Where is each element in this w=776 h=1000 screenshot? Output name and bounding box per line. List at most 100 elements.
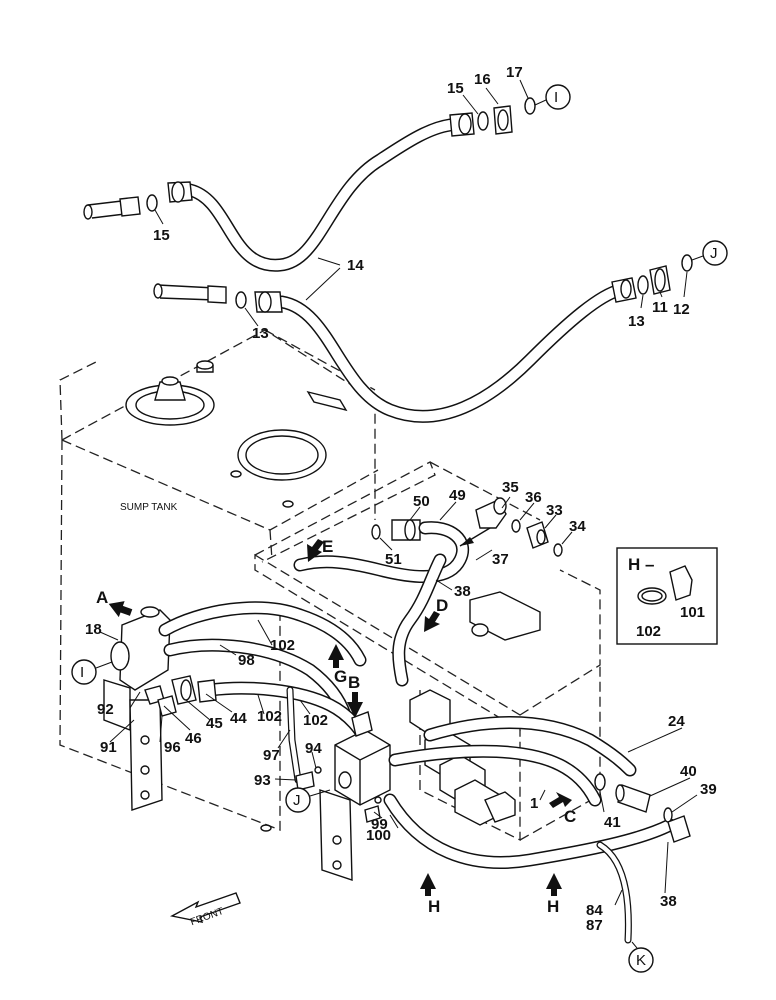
fitting-45 [171,675,197,705]
part-label-100: 100 [366,827,391,844]
ref-circle-i-top [534,84,571,110]
hose-38-lower [383,793,677,869]
ref-circle-i-left-label: I [80,664,84,681]
part-label-12: 12 [673,301,690,318]
part-label-97: 97 [263,747,280,764]
hose-14-upper [167,112,475,272]
part-label-51: 51 [385,551,402,568]
part-label-84: 84 [586,902,603,919]
hose-24 [423,716,637,777]
hose-102-upper [158,601,367,667]
part-label-40: 40 [680,763,697,780]
fitting-50 [391,519,421,541]
hose-84-87 [596,841,632,944]
part-number-labels: 15 15 16 17 14 13 13 11 12 35 36 33 34 4… [85,64,717,934]
block-valve-b [319,711,391,881]
o-ring-17 [524,97,536,115]
part-label-13: 13 [252,325,269,342]
front-direction-arrow [169,892,241,923]
part-label-38: 38 [660,893,677,910]
part-label-38: 38 [454,583,471,600]
part-label-14: 14 [347,257,364,274]
part-label-50: 50 [413,493,430,510]
part-label-46: 46 [185,730,202,747]
part-label-49: 49 [449,487,466,504]
part-label-39: 39 [700,781,717,798]
fitting-46-96 [144,685,177,717]
fitting-16 [493,105,513,135]
o-ring-12 [681,254,693,272]
view-arrow-label-a: A [96,588,108,607]
o-ring-39 [663,807,673,823]
control-valve-body [409,591,541,826]
o-ring-15a [146,194,158,212]
part-label-35: 35 [502,479,519,496]
hose-97 [286,686,302,784]
leader-lines [99,79,698,906]
part-label-92: 92 [97,701,114,718]
inset-title: H – [628,555,654,574]
part-label-15: 15 [447,80,464,97]
part-label-37: 37 [492,551,509,568]
ref-circle-j-top-label: J [710,245,718,262]
ref-circle-j-top [691,240,728,266]
ref-circle-j-bottom-label: J [293,792,301,809]
inset-detail-h [616,547,718,645]
fitting-11 [649,265,671,295]
part-label-11: 11 [652,299,668,316]
part-label-36: 36 [525,489,542,506]
ref-circle-i-top-label: I [554,89,558,106]
view-arrow-label-b: B [348,673,360,692]
part-label-33: 33 [546,502,563,519]
fitting-44 [197,679,217,703]
view-arrow-label-c: C [564,807,576,826]
fitting-lower-38 [667,815,691,843]
fitting-40 [615,784,651,813]
part-label-99: 99 [371,816,388,833]
part-label-96: 96 [164,739,181,756]
part-label-98: 98 [238,652,255,669]
ref-circle-k-label: K [636,952,646,969]
part-label-102: 102 [303,712,328,729]
part-label-18: 18 [85,621,102,638]
part-label-34: 34 [569,518,586,535]
ref-circle-k [628,941,654,973]
part-label-87: 87 [586,917,603,934]
part-label-93: 93 [254,772,271,789]
part-label-13: 13 [628,313,645,330]
view-arrow-label-h2: H [547,897,559,916]
part-label-41: 41 [604,814,621,831]
o-ring-15b [477,111,489,131]
sump-tank [59,329,379,832]
hose-98 [163,638,352,722]
fitting-93-94 [295,766,322,791]
view-arrow-label-e: E [322,537,333,556]
view-arrow-label-d: D [436,596,448,615]
part-label-17: 17 [506,64,523,81]
part-label-44: 44 [230,710,247,727]
o-ring-13a [235,291,247,309]
part-label-15: 15 [153,227,170,244]
valve-18 [103,606,171,811]
elbow-35 [475,497,507,529]
o-ring-34 [553,543,563,557]
part-label-102: 102 [270,637,295,654]
part-label-24: 24 [668,713,685,730]
inset-part-102: 102 [636,623,661,640]
o-ring-13b [637,275,649,295]
part-label-102: 102 [257,708,282,725]
hose-38-upper [392,553,447,687]
pipe-stub-upper [83,196,141,220]
fitting-33 [526,521,549,549]
ref-circle-j-bottom [285,787,331,813]
ref-circle-i-left [71,659,113,685]
view-arrow-label-g: G [334,667,347,686]
view-arrows [108,527,572,896]
hose-14-lower [254,277,637,423]
sump-tank-label: SUMP TANK [120,502,178,513]
part-label-1: 1 [530,795,538,812]
hose-100 [388,744,602,807]
part-label-94: 94 [305,740,322,757]
part-label-91: 91 [100,739,117,756]
